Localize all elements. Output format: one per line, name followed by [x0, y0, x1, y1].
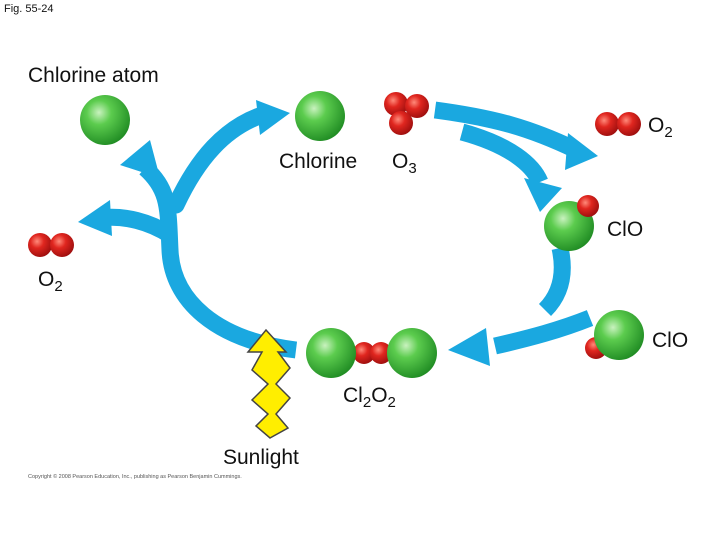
- o2-label-left: O2: [38, 268, 63, 295]
- arrowhead-cl2o2: [448, 328, 490, 366]
- sunlight-label: Sunlight: [223, 446, 299, 469]
- arrowhead-o2-left: [78, 200, 112, 236]
- chlorine-sphere: [295, 91, 345, 141]
- chlorine-label: Chlorine: [279, 150, 358, 173]
- chlorine-atom-label: Chlorine atom: [28, 64, 159, 87]
- clo-label-top: ClO: [607, 218, 644, 241]
- clo-molecule-bottom: [585, 310, 644, 360]
- o2-molecule-left: [28, 233, 74, 257]
- arrow-right-side: [538, 246, 571, 317]
- arrow-left-loop: [139, 161, 298, 359]
- arrow-down-right: [459, 123, 548, 186]
- clo-label-bottom: ClO: [652, 329, 689, 352]
- o2-label-right: O2: [648, 114, 673, 141]
- copyright-notice: Copyright © 2008 Pearson Education, Inc.…: [28, 474, 242, 480]
- cl2o2-molecule: [306, 328, 437, 378]
- cl2o2-label: Cl2O2: [343, 384, 396, 411]
- sunlight-bolt-icon: [246, 328, 292, 439]
- arrow-top-left: [167, 106, 271, 214]
- o2-molecule-right: [595, 112, 641, 136]
- arrowhead-top: [256, 100, 290, 135]
- chlorine-atom-sphere: [80, 95, 130, 145]
- clo-molecule-top: [544, 195, 599, 251]
- arrowhead-chlorine-atom: [120, 140, 160, 178]
- arrow-top-right: [433, 101, 580, 158]
- ozone-molecule: [384, 92, 429, 135]
- arrowhead-o2-right: [565, 133, 598, 170]
- ozone-label: O3: [392, 150, 417, 177]
- figure-label: Fig. 55-24: [4, 3, 54, 15]
- arrow-from-bottom-clo: [493, 310, 594, 355]
- arrowhead-clo-top: [524, 178, 562, 212]
